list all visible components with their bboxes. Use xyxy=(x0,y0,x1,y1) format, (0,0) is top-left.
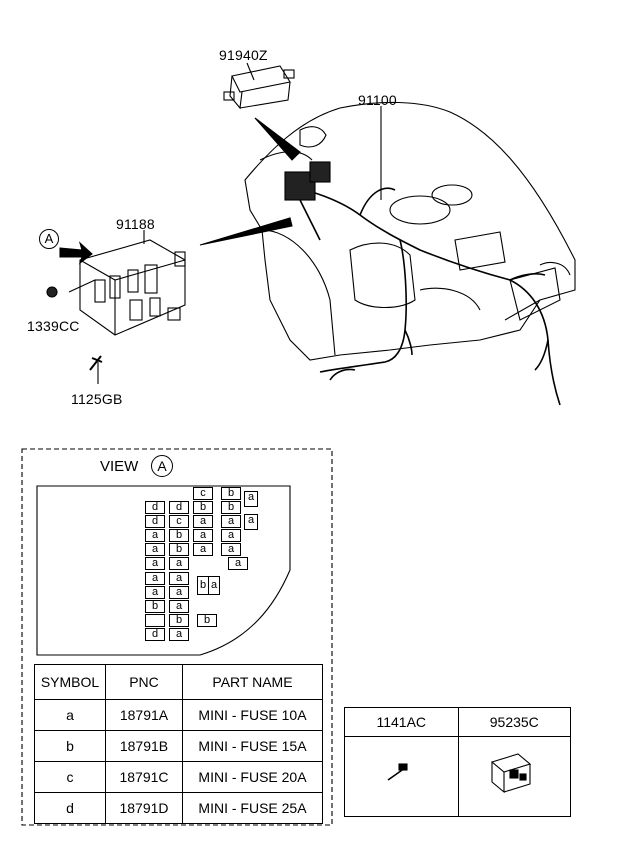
table-row: d 18791D MINI - FUSE 25A xyxy=(34,792,323,824)
fuse-slot: d xyxy=(145,501,165,514)
view-title-circle: A xyxy=(151,455,173,477)
table-row: b 18791B MINI - FUSE 15A xyxy=(34,730,323,762)
cell-part-name: MINI - FUSE 25A xyxy=(182,792,323,824)
col-header-1141ac: 1141AC xyxy=(344,707,459,737)
cell-pnc: 18791B xyxy=(105,730,183,762)
small-parts-table: 1141AC 95235C xyxy=(344,707,572,817)
fuse-slot: a xyxy=(145,529,165,542)
label-91188: 91188 xyxy=(116,216,155,232)
cell-symbol: d xyxy=(34,792,106,824)
fuse-slot: d xyxy=(169,501,189,514)
fuse-slot: a xyxy=(145,572,165,585)
fuse-parts-table: SYMBOL PNC PART NAME a 18791A MINI - FUS… xyxy=(34,664,323,824)
fuse-slot xyxy=(145,614,165,627)
fuse-slot: a xyxy=(169,586,189,599)
fuse-slot: a xyxy=(221,515,241,528)
fuse-slot: b xyxy=(221,487,241,500)
cell-symbol: c xyxy=(34,761,106,793)
fuse-slot: a xyxy=(169,628,189,641)
cell-part-name: MINI - FUSE 15A xyxy=(182,730,323,762)
fuse-slot: a xyxy=(145,543,165,556)
fuse-slot: a xyxy=(193,515,213,528)
fuse-slot: a xyxy=(244,514,258,530)
cell-symbol: b xyxy=(34,730,106,762)
fuse-slot: a xyxy=(208,576,220,595)
wiring-harness xyxy=(284,184,561,406)
fuse-slot: a xyxy=(244,491,258,507)
fuse-slot: d xyxy=(145,515,165,528)
label-1339cc: 1339CC xyxy=(27,318,80,334)
cell-1141ac-image xyxy=(344,736,459,817)
cell-part-name: MINI - FUSE 10A xyxy=(182,699,323,731)
cell-pnc: 18791A xyxy=(105,699,183,731)
fuse-slot: a xyxy=(193,529,213,542)
fuse-slot: c xyxy=(193,487,213,500)
col-header-pnc: PNC xyxy=(105,664,183,700)
fuse-slot: a xyxy=(228,557,248,570)
fuse-slot: a xyxy=(221,543,241,556)
fuse-slot: a xyxy=(145,586,165,599)
table-row: c 18791C MINI - FUSE 20A xyxy=(34,761,323,793)
fuse-slot: c xyxy=(169,515,189,528)
fuse-slot: a xyxy=(145,557,165,570)
fuse-slot: a xyxy=(193,543,213,556)
fuse-slot: b xyxy=(193,501,213,514)
fuse-slot: b xyxy=(197,614,217,627)
fuse-slot: b xyxy=(169,529,189,542)
fuse-slot: b xyxy=(169,614,189,627)
fuse-slot: a xyxy=(169,600,189,613)
table-header-row: SYMBOL PNC PART NAME xyxy=(34,664,323,700)
view-title: VIEW xyxy=(100,458,139,475)
col-header-95235c: 95235C xyxy=(457,707,572,737)
fuse-slot: b xyxy=(169,543,189,556)
view-a-marker: A xyxy=(39,229,59,249)
fuse-slot: a xyxy=(169,557,189,570)
label-1125gb: 1125GB xyxy=(71,391,123,407)
junction-box-91188 xyxy=(79,239,186,336)
cell-pnc: 18791C xyxy=(105,761,183,793)
label-91100: 91100 xyxy=(358,92,397,108)
dashboard-outline xyxy=(244,101,576,361)
cell-95235c-image xyxy=(457,736,572,817)
fuse-slot: a xyxy=(169,572,189,585)
label-91940z: 91940Z xyxy=(219,47,268,63)
table-row: a 18791A MINI - FUSE 10A xyxy=(34,699,323,731)
fuse-slot: d xyxy=(145,628,165,641)
col-header-symbol: SYMBOL xyxy=(34,664,106,700)
col-header-part-name: PART NAME xyxy=(182,664,323,700)
cell-pnc: 18791D xyxy=(105,792,183,824)
fuse-slot: a xyxy=(221,529,241,542)
module-91940z xyxy=(223,65,295,110)
table-header-row: 1141AC 95235C xyxy=(344,707,572,737)
fuse-slot: b xyxy=(145,600,165,613)
cell-symbol: a xyxy=(34,699,106,731)
cell-part-name: MINI - FUSE 20A xyxy=(182,761,323,793)
fuse-slot: b xyxy=(221,501,241,514)
table-row xyxy=(344,736,572,817)
